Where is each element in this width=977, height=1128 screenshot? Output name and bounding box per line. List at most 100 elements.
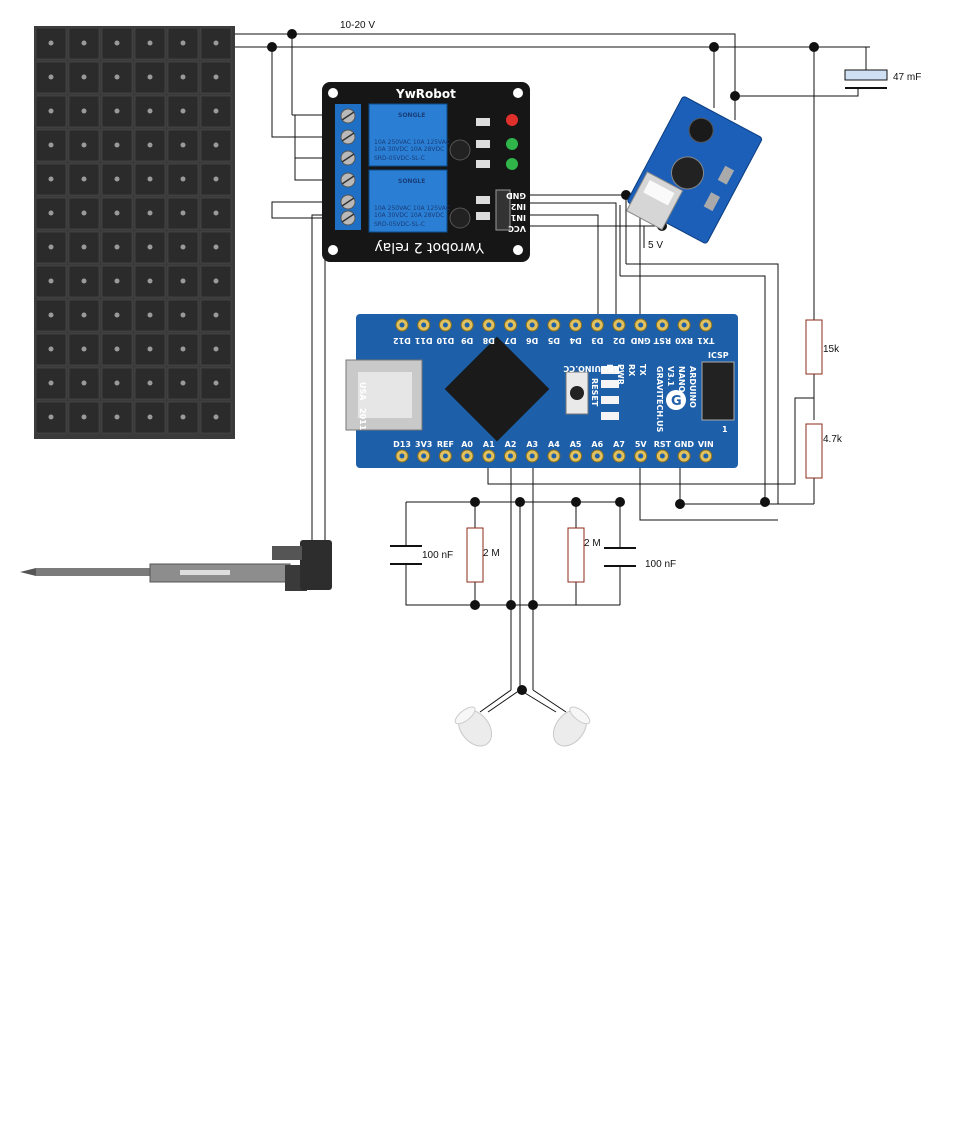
solar-cell-node (213, 278, 219, 284)
solar-cell-node (147, 176, 153, 182)
solar-cell-node (213, 142, 219, 148)
usb-port (625, 171, 684, 231)
led-label: L (605, 364, 614, 369)
buck-converter (625, 96, 763, 244)
relay-brand-label: YwRobot (395, 87, 456, 101)
capacitor-100nf-right-label: 100 nF (645, 559, 676, 570)
pin-label: RST (654, 440, 672, 449)
solar-cell-node (180, 176, 186, 182)
relay-pin-label: IN1 (510, 213, 526, 222)
pin-label: A5 (570, 440, 582, 449)
pin-label: REF (437, 440, 454, 449)
icsp-label: ICSP (708, 351, 729, 360)
relay-1-led (506, 138, 518, 150)
pin-label: A2 (505, 440, 517, 449)
icsp-pin1-label: 1 (722, 425, 728, 434)
solar-cell-node (180, 40, 186, 46)
resistor-15k-label: 15k (823, 344, 840, 355)
relay-2-model: SRD-05VDC-SL-C (374, 221, 425, 228)
reset-label: RESET (590, 378, 599, 407)
pin-label: GND (630, 336, 650, 345)
solar-cell-node (81, 40, 87, 46)
solar-cell-node (81, 74, 87, 80)
solar-cell (200, 61, 232, 94)
pin-label: D9 (461, 336, 474, 345)
pin-label: TX1 (697, 336, 715, 345)
solar-cell-node (213, 74, 219, 80)
solar-cell-node (81, 414, 87, 420)
relay-2-rating-1: 10A 250VAC 10A 125VAC (374, 205, 450, 212)
solar-cell-node (147, 312, 153, 318)
relay-1-brand: SONGLE (398, 112, 425, 119)
solar-cell-node (48, 108, 54, 114)
resistor-4k7-label: 4.7k (823, 434, 843, 445)
resistor-2m-left (466, 527, 484, 583)
relay-power-led (506, 114, 518, 126)
solar-cell-node (213, 414, 219, 420)
solar-cell-node (147, 108, 153, 114)
solar-panel (34, 26, 235, 439)
relay-1-model: SRD-05VDC-SL-C (374, 155, 425, 162)
solar-cell-node (48, 312, 54, 318)
vout-5v-label: 5 V (648, 240, 663, 251)
solar-cell-grid (35, 27, 232, 434)
solar-cell-node (48, 210, 54, 216)
solar-cell-node (48, 74, 54, 80)
solar-cell-node (81, 380, 87, 386)
solar-cell-node (114, 346, 120, 352)
capacitor-100nf-left (390, 545, 422, 565)
pin-label: D6 (526, 336, 539, 345)
solar-cell-node (48, 142, 54, 148)
photodiode-left (454, 706, 493, 747)
pin-label: 5V (635, 440, 648, 449)
relay-board: YwRobot Ywrobot 2 relay SONGLE 10A 250VA… (322, 82, 530, 262)
pin-label: D2 (613, 336, 625, 345)
pin-label: RX0 (675, 336, 693, 345)
solar-cell-node (48, 278, 54, 284)
relay-1: SONGLE 10A 250VAC 10A 125VAC 10A 30VDC 1… (368, 103, 450, 167)
resistor-4k7 (805, 423, 823, 479)
solar-cell-node (180, 278, 186, 284)
arduino-brand: ARDUINO.CC (563, 364, 620, 373)
pin-label: A0 (461, 440, 473, 449)
solar-cell-node (147, 142, 153, 148)
solar-cell-node (147, 74, 153, 80)
solar-cell-node (48, 40, 54, 46)
solar-cell-node (81, 210, 87, 216)
pin-label: D12 (393, 336, 411, 345)
solar-cell-node (213, 108, 219, 114)
solar-cell-node (114, 74, 120, 80)
pin-label: A1 (483, 440, 495, 449)
solar-cell-node (114, 414, 120, 420)
pin-label: D11 (414, 336, 432, 345)
pin-label: GND (674, 440, 694, 449)
solar-cell-node (48, 346, 54, 352)
resistor-2m-right (567, 527, 585, 583)
solar-cell-node (114, 312, 120, 318)
pin-label: A6 (591, 440, 603, 449)
relay-board-title: Ywrobot 2 relay (374, 239, 485, 255)
solar-cell-node (180, 108, 186, 114)
solar-cell-node (180, 74, 186, 80)
buck-capacitor (671, 156, 705, 190)
solar-cell-node (114, 108, 120, 114)
pin-label: A4 (548, 440, 560, 449)
solar-cell-node (147, 346, 153, 352)
pin-label: 3V3 (415, 440, 432, 449)
year-label: 2011 (358, 408, 367, 431)
solar-cell-node (81, 108, 87, 114)
terminal-screws (340, 108, 356, 226)
pin-label: D5 (547, 336, 560, 345)
relay-2-rating-2: 10A 30VDC 10A 28VDC (374, 212, 444, 219)
pin-label: D13 (393, 440, 411, 449)
relay-pin-label: VCC (508, 224, 526, 233)
actuator-motor (300, 540, 332, 590)
solar-cell-node (114, 142, 120, 148)
solar-cell-node (147, 40, 153, 46)
supply-voltage-label: 10-20 V (340, 20, 375, 31)
